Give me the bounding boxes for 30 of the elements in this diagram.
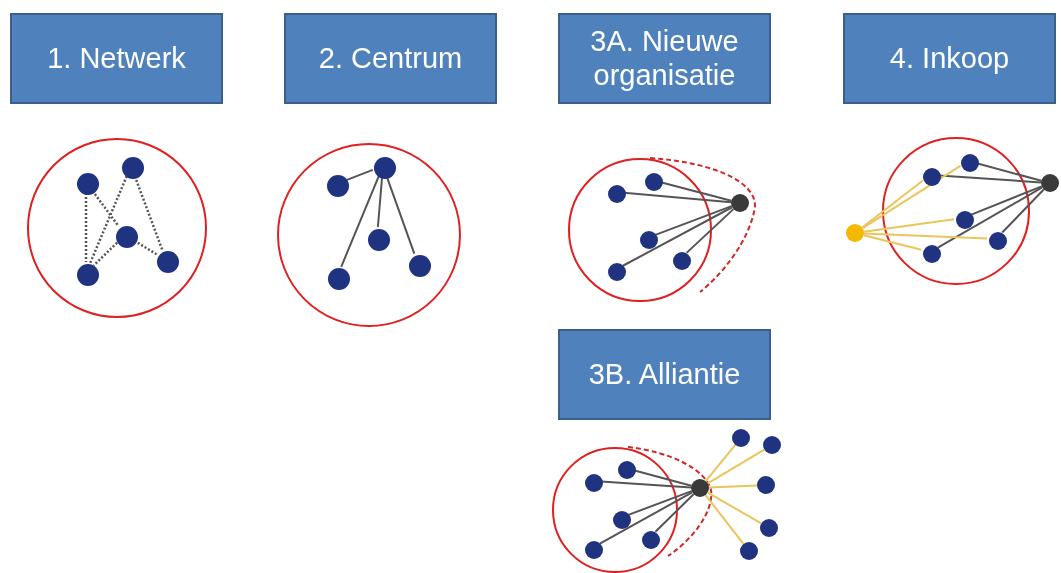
- title-box: 4. Inkoop: [843, 13, 1056, 104]
- link-line: [1001, 188, 1045, 234]
- link-line: [708, 484, 758, 489]
- link-line: [970, 185, 1043, 216]
- link-line: [704, 494, 745, 545]
- title-box: 2. Centrum: [284, 13, 497, 104]
- link-line: [862, 218, 956, 233]
- link-line: [706, 491, 763, 525]
- link-line: [936, 186, 1044, 249]
- link-line: [600, 480, 692, 489]
- link-line: [621, 206, 734, 267]
- link-line: [685, 208, 735, 254]
- link-line: [598, 491, 694, 545]
- link-line: [861, 164, 962, 230]
- title-box: 3B. Alliantie: [558, 329, 771, 420]
- link-line: [704, 443, 737, 483]
- link-line: [862, 234, 923, 251]
- title-box: 3A. Nieuwe organisatie: [558, 13, 771, 104]
- link-line: [345, 168, 374, 182]
- dotted-link: [93, 241, 118, 267]
- link-line: [627, 490, 693, 516]
- link-line: [654, 205, 733, 236]
- link-line: [706, 448, 766, 485]
- link-line: [863, 232, 988, 240]
- title-box: 1. Netwerk: [10, 13, 223, 104]
- link-line: [340, 175, 380, 268]
- link-line: [861, 179, 924, 229]
- link-line: [654, 493, 695, 533]
- link-line: [938, 174, 1042, 184]
- dotted-link: [89, 175, 128, 264]
